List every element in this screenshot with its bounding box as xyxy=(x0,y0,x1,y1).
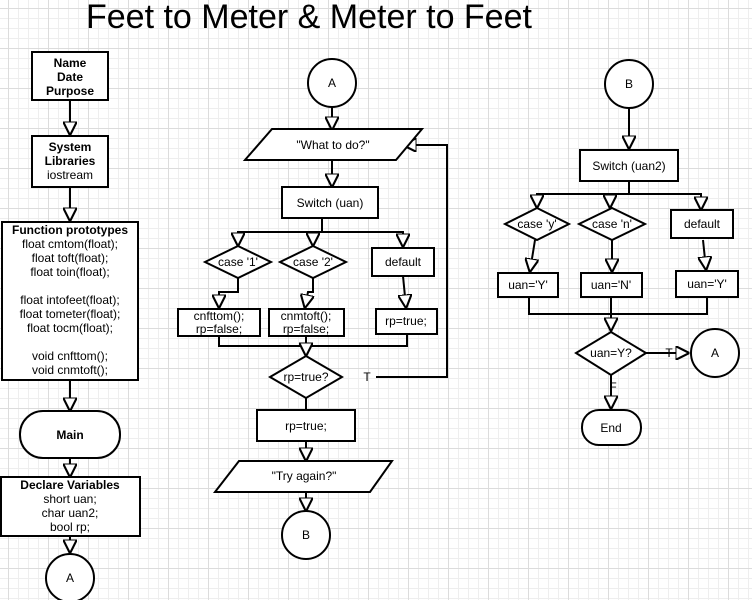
edge-merge2 xyxy=(528,297,708,315)
connector-b-top xyxy=(604,59,654,109)
edge-case1-proc1 xyxy=(219,278,239,307)
true-label: T xyxy=(363,370,371,384)
default-label: default xyxy=(385,255,422,269)
input-what-label: "What to do?" xyxy=(296,138,369,152)
main-terminator xyxy=(19,410,121,459)
connector-a-left xyxy=(45,553,95,600)
prototypes-heading: Function prototypes xyxy=(12,223,128,237)
prototypes-box xyxy=(1,221,139,381)
prototype-line: float tocm(float); xyxy=(27,321,113,335)
case-n-label: case 'n' xyxy=(592,217,632,231)
rp-decision xyxy=(268,354,344,400)
edge-branch-default xyxy=(322,231,403,246)
prototype-line: float toin(float); xyxy=(30,265,109,279)
connector-b-top-label: B xyxy=(625,77,633,91)
connector-a-right-label: A xyxy=(711,346,719,360)
connector-b-bottom-label: B xyxy=(302,528,310,542)
edge-case2-proc2 xyxy=(305,278,313,307)
edge-merge xyxy=(218,334,408,347)
switch-uan-box xyxy=(281,186,379,219)
proc-d-label: uan='Y' xyxy=(687,277,727,291)
proc-y-label: uan='Y' xyxy=(508,278,548,292)
edge-case-y-proc xyxy=(530,239,535,271)
input-try-label: "Try again?" xyxy=(272,469,337,483)
end-terminator xyxy=(581,409,642,446)
variables-box xyxy=(0,476,141,537)
connector-a-top xyxy=(307,58,357,108)
variable-line: short uan; xyxy=(43,492,96,506)
set-rp-box xyxy=(256,409,356,442)
edge-default-proc3 xyxy=(403,275,406,307)
prototype-line: void cnmtoft(); xyxy=(32,363,108,377)
input-what-to-do xyxy=(242,128,425,161)
proc3-label: rp=true; xyxy=(385,314,427,328)
default2-box xyxy=(670,209,734,239)
rp-decision-label: rp=true? xyxy=(283,370,328,384)
switch-uan-label: Switch (uan) xyxy=(297,196,364,210)
case2-diamond xyxy=(277,244,349,280)
connector-a-left-label: A xyxy=(66,571,74,585)
edge-true-loop xyxy=(376,145,448,378)
proc1-box xyxy=(177,308,261,337)
variables-heading: Declare Variables xyxy=(20,478,120,492)
uan-decision xyxy=(574,330,648,377)
edge-default2-proc xyxy=(703,239,706,269)
proc3-box xyxy=(375,308,438,335)
edge-switch2-branches xyxy=(537,181,630,207)
input-try-again xyxy=(212,460,394,493)
proc1-line-1: cnfttom(); xyxy=(194,309,245,323)
edge-branch-default2 xyxy=(629,193,701,209)
proc2-line-2: rp=false; xyxy=(283,322,329,336)
case-y-diamond xyxy=(502,206,572,242)
diagram-title: Feet to Meter & Meter to Feet xyxy=(86,0,532,36)
proc2-box xyxy=(268,308,345,337)
case1-label: case '1' xyxy=(218,255,258,269)
uan-decision-label: uan=Y? xyxy=(590,346,632,360)
libraries-box xyxy=(31,135,109,188)
edge-switch-branches xyxy=(237,218,323,245)
case-y-label: case 'y' xyxy=(517,217,556,231)
set-rp-label: rp=true; xyxy=(285,419,327,433)
proc-d-box xyxy=(675,270,739,298)
libraries-line-1: System xyxy=(49,140,92,154)
prototype-line: float intofeet(float); xyxy=(20,293,119,307)
default-box xyxy=(371,247,435,277)
false-label: F xyxy=(609,380,616,394)
connector-b-bottom xyxy=(281,510,331,560)
header-line-date: Date xyxy=(57,70,83,84)
connector-a-top-label: A xyxy=(328,76,336,90)
case-n-diamond xyxy=(576,206,648,242)
connector-a-right xyxy=(690,328,740,378)
end-label: End xyxy=(600,421,621,435)
prototype-line: float tometer(float); xyxy=(20,307,121,321)
libraries-line-2: Libraries xyxy=(45,154,96,168)
proc-n-label: uan='N' xyxy=(591,278,631,292)
header-box xyxy=(31,51,109,101)
header-line-purpose: Purpose xyxy=(46,84,94,98)
prototype-line: float toft(float); xyxy=(32,251,109,265)
case1-diamond xyxy=(202,244,274,280)
header-line-name: Name xyxy=(54,56,87,70)
proc1-line-2: rp=false; xyxy=(196,322,242,336)
true-label-2: T xyxy=(665,346,673,360)
variable-line: bool rp; xyxy=(50,520,90,534)
prototype-line: float cmtom(float); xyxy=(22,237,118,251)
prototype-line: void cnfttom(); xyxy=(32,349,108,363)
main-label: Main xyxy=(56,428,83,442)
proc-y-box xyxy=(497,272,559,298)
variable-line: char uan2; xyxy=(42,506,99,520)
proc2-line-1: cnmtoft(); xyxy=(281,309,332,323)
default2-label: default xyxy=(684,217,721,231)
case2-label: case '2' xyxy=(293,255,333,269)
switch-uan2-label: Switch (uan2) xyxy=(592,159,665,173)
switch-uan2-box xyxy=(579,149,679,182)
libraries-line-3: iostream xyxy=(47,168,93,182)
proc-n-box xyxy=(580,272,643,298)
